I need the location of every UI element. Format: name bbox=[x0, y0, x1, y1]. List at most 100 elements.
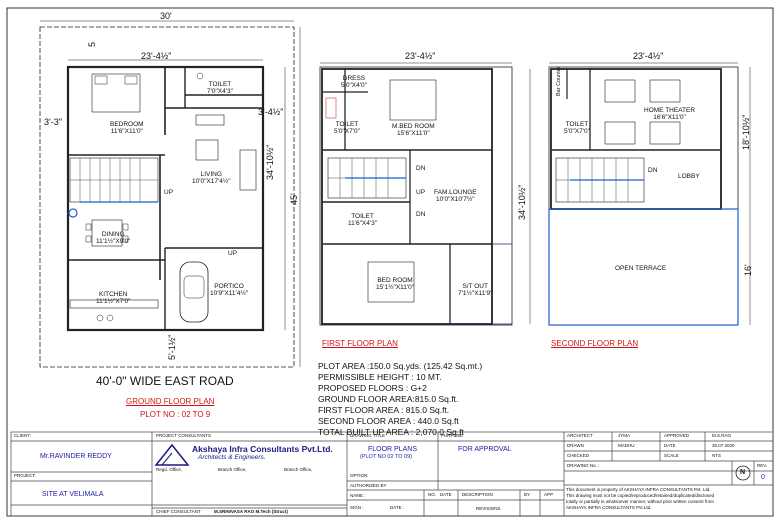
left-setback-dim: 3'-3" bbox=[44, 117, 62, 127]
inner-width-dim: 23'-4½" bbox=[141, 51, 172, 61]
drawn-label: DRAWN bbox=[567, 443, 584, 448]
first-up-label: UP bbox=[416, 189, 426, 196]
company-name: Akshaya Infra Consultants Pvt.Ltd. bbox=[192, 444, 333, 454]
bar-counter-label: Bar Counter bbox=[556, 66, 562, 96]
rev-col-by: BY bbox=[524, 492, 531, 497]
area-total: TOTAL BUILT UP AREA : 2,070.0 Sq.ft bbox=[318, 427, 464, 437]
chief-name: M.SRINIVASA RAO M.Tech (Struct) bbox=[214, 509, 288, 514]
area-second: SECOND FLOOR AREA : 440.0 Sq.ft bbox=[318, 416, 459, 426]
company-tagline: Architects & Engineers. bbox=[198, 454, 266, 461]
project-name: SITE AT VELIMALA bbox=[42, 491, 104, 498]
sign-label: SIGN : bbox=[350, 505, 364, 510]
first-dn-label: DN bbox=[416, 165, 426, 172]
authorized-label: AUTHORIZED BY bbox=[350, 483, 387, 488]
revisions-label: REVISIONS bbox=[476, 506, 501, 511]
ground-plot-no: PLOT NO : 02 TO 9 bbox=[140, 410, 211, 419]
first-dn-label-2: DN bbox=[416, 211, 426, 218]
office-regd: Regd. Office, bbox=[156, 467, 183, 472]
drawing-subtitle: (PLOT NO 02 TO 09) bbox=[360, 454, 412, 460]
second-floor-plan bbox=[548, 62, 751, 326]
chief-label: CHIEF CONSULTANT bbox=[156, 509, 201, 514]
area-floors: PROPOSED FLOORS : G+2 bbox=[318, 383, 427, 393]
purpose-value: FOR APPROVAL bbox=[458, 446, 512, 453]
architect-label: ARCHITECT bbox=[567, 433, 593, 438]
stair-up-label: UP bbox=[164, 189, 174, 196]
road-label: 40'-0" WIDE EAST ROAD bbox=[96, 374, 234, 388]
terrace-depth-dim: 16' bbox=[743, 264, 753, 276]
date-value: 30.07.2020 bbox=[712, 443, 735, 448]
option-label: OPTION: bbox=[350, 473, 369, 478]
drawn-value: MADHU bbox=[618, 443, 635, 448]
area-info-block: PLOT AREA :150.0 Sq.yds. (125.42 Sq.mt.)… bbox=[318, 361, 482, 438]
second-dn-label: DN bbox=[648, 167, 658, 174]
client-label: CLIENT: bbox=[14, 433, 31, 438]
rev-col-date: DATE bbox=[440, 492, 452, 497]
project-label: PROJECT: bbox=[14, 473, 36, 478]
name-label: NAME : bbox=[350, 493, 366, 498]
ground-plan-title: GROUND FLOOR PLAN bbox=[126, 397, 215, 406]
rev-col-description: DESCRIPTION bbox=[462, 492, 493, 497]
first-plan-title: FIRST FLOOR PLAN bbox=[322, 339, 398, 348]
second-width-dim: 23'-4½" bbox=[633, 51, 664, 61]
office-branch-2: Branch Office, bbox=[284, 467, 313, 472]
disclaimer: This document is property of AKSHAYA INF… bbox=[566, 487, 715, 510]
second-plan-title: SECOND FLOOR PLAN bbox=[551, 339, 639, 348]
first-depth-dim: 34'-10½" bbox=[517, 184, 527, 220]
checked-label: CHECKED bbox=[567, 453, 590, 458]
area-first: FIRST FLOOR AREA : 815.0 Sq.ft. bbox=[318, 405, 450, 415]
rev-col-no: NO. bbox=[428, 492, 437, 497]
area-plot: PLOT AREA :150.0 Sq.yds. (125.42 Sq.mt.) bbox=[318, 361, 483, 371]
architect-value: JYMA bbox=[618, 433, 631, 438]
office-branch-1: Branch Office, bbox=[218, 467, 247, 472]
rev-col-app: APP bbox=[544, 492, 554, 497]
purpose-label: PURPOSE bbox=[441, 433, 464, 438]
scale-value: NTS bbox=[712, 453, 721, 458]
date-label: DATE bbox=[664, 443, 676, 448]
rev-value: 0 bbox=[761, 474, 765, 481]
client-name: Mr.RAVINDER REDDY bbox=[40, 453, 112, 460]
second-depth-dim: 18'-10½" bbox=[741, 114, 751, 150]
area-ground: GROUND FLOOR AREA:815.0 Sq.ft. bbox=[318, 394, 459, 404]
plot-depth-dim: 45' bbox=[289, 193, 299, 205]
area-height: PERMISSIBLE HEIGHT : 10 MT. bbox=[318, 372, 442, 382]
room-open-terrace: OPEN TERRACE bbox=[615, 265, 667, 272]
ground-floor-plan bbox=[39, 20, 301, 368]
portico-up-label: UP bbox=[228, 250, 238, 257]
company-logo bbox=[154, 443, 190, 466]
approved-label: APPROVED bbox=[664, 433, 690, 438]
scale-label: SCALE bbox=[664, 453, 679, 458]
first-floor-plan bbox=[319, 62, 531, 326]
room-lobby: LOBBY bbox=[678, 173, 700, 180]
ground-depth-dim: 34'-10½" bbox=[265, 144, 275, 180]
consultants-label: PROJECT CONSULTANTS bbox=[156, 433, 212, 438]
plot-width-dim: 30' bbox=[160, 11, 172, 21]
right-setback-dim: 3'-4½" bbox=[258, 107, 284, 117]
front-setback-dim: 5 bbox=[87, 41, 97, 47]
north-label: N bbox=[740, 469, 746, 476]
approved-value: M.S.RAO bbox=[712, 433, 732, 438]
rear-setback-dim: 5'-1½" bbox=[167, 334, 177, 360]
first-width-dim: 23'-4½" bbox=[405, 51, 436, 61]
north-arrow bbox=[735, 465, 751, 481]
rev-label: REV. bbox=[757, 463, 768, 468]
date-sign-label: DATE : bbox=[390, 505, 405, 510]
title-block-grid bbox=[10, 431, 774, 517]
drawing-title: FLOOR PLANS bbox=[368, 446, 418, 453]
drawing-no-label: DRAWING No. : bbox=[567, 463, 600, 468]
